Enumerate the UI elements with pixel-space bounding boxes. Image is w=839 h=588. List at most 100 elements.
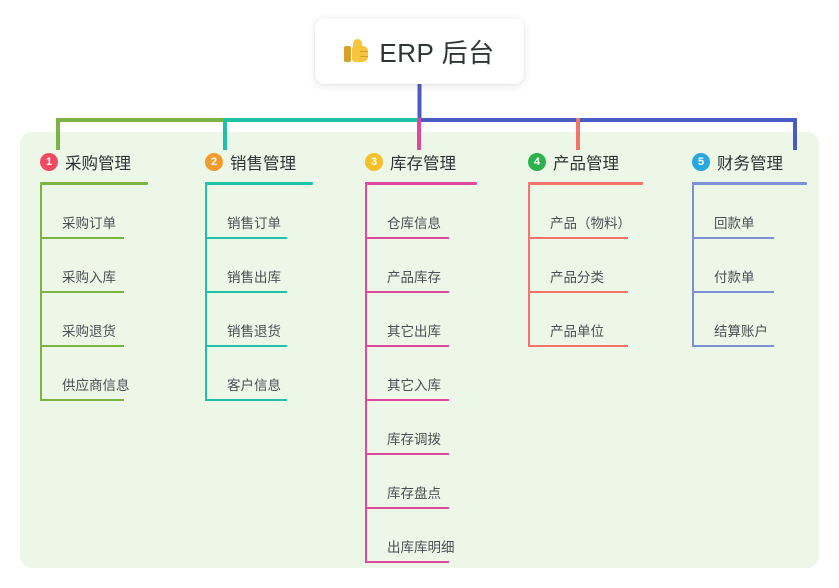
branch-title: 产品管理 — [553, 155, 619, 173]
branch-item-rule — [40, 345, 124, 347]
branch-item-list: 销售订单销售出库销售退货客户信息 — [205, 185, 313, 401]
branch-item[interactable]: 出库库明细 — [365, 509, 477, 563]
branch-title: 采购管理 — [65, 155, 131, 173]
branch-number-badge: 1 — [40, 153, 58, 171]
branch-item[interactable]: 其它出库 — [365, 293, 477, 347]
branch-item[interactable]: 回款单 — [692, 185, 800, 239]
branch-item-rule — [365, 399, 449, 401]
branch-number-badge: 2 — [205, 153, 223, 171]
branch-item-label: 供应商信息 — [62, 378, 130, 393]
branch-item-label: 其它入库 — [387, 378, 441, 393]
branch-column-2: 2 销售管理销售订单销售出库销售退货客户信息 — [205, 150, 313, 401]
branch-item-label: 付款单 — [714, 270, 755, 285]
branch-item[interactable]: 库存盘点 — [365, 455, 477, 509]
branch-number-badge: 4 — [528, 153, 546, 171]
branch-item-rule — [528, 291, 628, 293]
root-node-title: ERP 后台 — [379, 37, 495, 68]
branch-header-rule — [205, 182, 313, 185]
branch-item-label: 销售退货 — [227, 324, 281, 339]
branch-number-badge: 5 — [692, 153, 710, 171]
branch-item-label: 出库库明细 — [387, 540, 455, 555]
branch-item-rule — [205, 345, 287, 347]
branch-column-1: 1 采购管理采购订单采购入库采购退货供应商信息 — [40, 150, 152, 401]
branch-item-label: 客户信息 — [227, 378, 281, 393]
branch-item-rule — [40, 399, 124, 401]
branch-title: 库存管理 — [390, 155, 456, 173]
branch-item-label: 其它出库 — [387, 324, 441, 339]
branch-item[interactable]: 销售出库 — [205, 239, 313, 293]
branch-item-rule — [40, 237, 124, 239]
branch-number-badge: 3 — [365, 153, 383, 171]
branch-item-rule — [205, 399, 287, 401]
branch-header-5[interactable]: 5 财务管理 — [692, 150, 800, 174]
branch-item-rule — [365, 453, 449, 455]
branch-item-list: 仓库信息产品库存其它出库其它入库库存调拨库存盘点出库库明细 — [365, 185, 477, 563]
branch-item-label: 销售订单 — [227, 216, 281, 231]
branch-item[interactable]: 库存调拨 — [365, 401, 477, 455]
branch-item-rule — [528, 345, 628, 347]
branch-item[interactable]: 付款单 — [692, 239, 800, 293]
branch-header-2[interactable]: 2 销售管理 — [205, 150, 313, 174]
branch-spine — [40, 185, 42, 401]
branch-item-list: 回款单付款单结算账户 — [692, 185, 800, 347]
branch-item[interactable]: 仓库信息 — [365, 185, 477, 239]
branch-header-1[interactable]: 1 采购管理 — [40, 150, 152, 174]
thumbs-up-icon — [344, 38, 369, 67]
branch-item-label: 产品分类 — [550, 270, 604, 285]
branch-item[interactable]: 销售订单 — [205, 185, 313, 239]
branch-item-label: 采购订单 — [62, 216, 116, 231]
branch-item[interactable]: 产品（物料） — [528, 185, 640, 239]
branch-item[interactable]: 其它入库 — [365, 347, 477, 401]
branch-header-3[interactable]: 3 库存管理 — [365, 150, 477, 174]
branch-item-label: 库存盘点 — [387, 486, 441, 501]
branch-header-rule — [692, 182, 807, 185]
branch-item[interactable]: 销售退货 — [205, 293, 313, 347]
branch-item-rule — [365, 345, 449, 347]
branch-header-4[interactable]: 4 产品管理 — [528, 150, 640, 174]
branch-item[interactable]: 客户信息 — [205, 347, 313, 401]
branch-spine — [365, 185, 367, 563]
branch-item[interactable]: 产品分类 — [528, 239, 640, 293]
branch-header-rule — [365, 182, 477, 185]
branch-item-rule — [205, 291, 287, 293]
branch-title: 财务管理 — [717, 155, 783, 173]
branch-item[interactable]: 产品单位 — [528, 293, 640, 347]
branch-item-label: 销售出库 — [227, 270, 281, 285]
branch-item-label: 产品库存 — [387, 270, 441, 285]
branch-item-rule — [692, 237, 774, 239]
root-node-card[interactable]: ERP 后台 — [315, 18, 524, 84]
branch-item[interactable]: 结算账户 — [692, 293, 800, 347]
branch-item[interactable]: 产品库存 — [365, 239, 477, 293]
branch-item-rule — [692, 291, 774, 293]
branch-item[interactable]: 采购入库 — [40, 239, 152, 293]
branch-item[interactable]: 采购退货 — [40, 293, 152, 347]
branch-item-rule — [528, 237, 628, 239]
branch-spine — [205, 185, 207, 401]
branch-item-rule — [692, 345, 774, 347]
branch-column-5: 5 财务管理回款单付款单结算账户 — [692, 150, 807, 347]
branch-title: 销售管理 — [230, 155, 296, 173]
branch-item-rule — [365, 507, 449, 509]
branch-item-label: 结算账户 — [714, 324, 768, 339]
branch-item-list: 产品（物料） 产品分类产品单位 — [528, 185, 640, 347]
branch-item-label: 仓库信息 — [387, 216, 441, 231]
branch-item-label: 库存调拨 — [387, 432, 441, 447]
branch-column-4: 4 产品管理产品（物料） 产品分类产品单位 — [528, 150, 643, 347]
branch-item-label: 采购退货 — [62, 324, 116, 339]
diagram-panel — [20, 132, 819, 568]
branch-item-rule — [205, 237, 287, 239]
branch-column-3: 3 库存管理仓库信息产品库存其它出库其它入库库存调拨库存盘点出库库明细 — [365, 150, 477, 563]
branch-item-rule — [365, 561, 449, 563]
branch-spine — [692, 185, 694, 347]
branch-item[interactable]: 采购订单 — [40, 185, 152, 239]
branch-header-rule — [528, 182, 643, 185]
branch-item[interactable]: 供应商信息 — [40, 347, 152, 401]
branch-item-rule — [365, 237, 449, 239]
branch-item-label: 产品单位 — [550, 324, 604, 339]
branch-item-rule — [40, 291, 124, 293]
branch-spine — [528, 185, 530, 347]
branch-header-rule — [40, 182, 148, 185]
branch-item-label: 回款单 — [714, 216, 755, 231]
branch-item-list: 采购订单采购入库采购退货供应商信息 — [40, 185, 152, 401]
branch-item-label: 采购入库 — [62, 270, 116, 285]
